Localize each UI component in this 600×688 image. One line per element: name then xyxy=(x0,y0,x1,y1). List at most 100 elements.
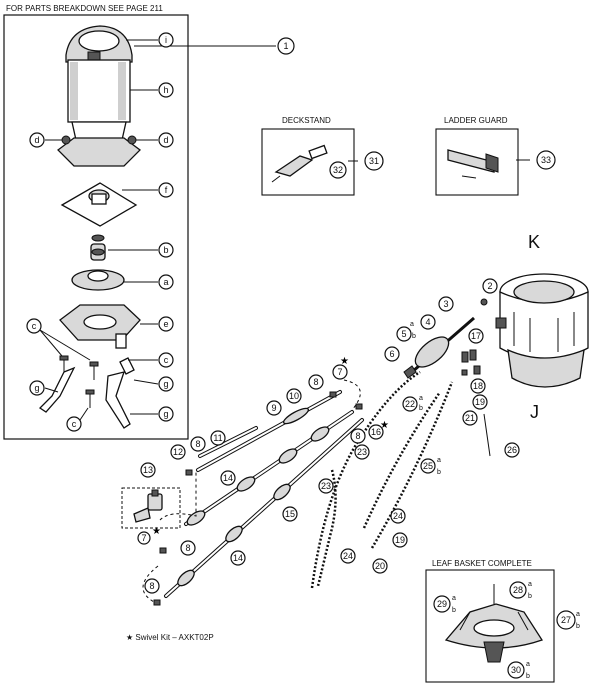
callout-c-1: c xyxy=(26,318,42,334)
callouts: i 1 h d d f b a e c c c g g g 32 31 33 2… xyxy=(26,32,576,679)
mount-brackets xyxy=(38,357,135,429)
star-mid: ★ xyxy=(380,420,389,431)
callout-6: 6 xyxy=(384,346,400,362)
spring-part xyxy=(90,234,106,261)
svg-text:15: 15 xyxy=(285,509,295,519)
svg-text:13: 13 xyxy=(143,465,153,475)
svg-text:23: 23 xyxy=(357,447,367,457)
callout-11: 11 xyxy=(210,430,226,446)
svg-text:g: g xyxy=(34,383,39,393)
svg-text:33: 33 xyxy=(541,155,551,165)
callout-27: 27 xyxy=(556,610,576,630)
svg-text:e: e xyxy=(163,319,168,329)
svg-text:a: a xyxy=(452,595,456,602)
callout-1: 1 xyxy=(277,37,295,55)
svg-text:6: 6 xyxy=(389,349,394,359)
svg-text:8: 8 xyxy=(313,377,318,387)
svg-text:a: a xyxy=(528,581,532,588)
callout-15: 15 xyxy=(282,506,298,522)
callout-23-b: 23 xyxy=(318,478,334,494)
ladder-guard-part xyxy=(447,149,499,179)
leaf-basket-frame xyxy=(425,569,555,683)
svg-text:b: b xyxy=(528,593,532,600)
svg-text:c: c xyxy=(72,419,77,429)
swivel-box xyxy=(121,487,181,529)
callout-26: 26 xyxy=(504,442,520,458)
callout-5: 5 xyxy=(396,326,412,342)
svg-text:19: 19 xyxy=(475,397,485,407)
callout-18: 18 xyxy=(470,378,486,394)
callout-14-b: 14 xyxy=(230,550,246,566)
svg-text:d: d xyxy=(34,135,39,145)
ladder-guard-frame xyxy=(435,128,519,196)
svg-text:23: 23 xyxy=(321,481,331,491)
tail-hoses xyxy=(310,370,491,589)
pump-housing xyxy=(59,304,141,349)
callout-8-e: 8 xyxy=(144,578,160,594)
callout-i: i xyxy=(158,32,174,48)
svg-text:c: c xyxy=(32,321,37,331)
callout-25: 25 xyxy=(420,458,436,474)
svg-text:21: 21 xyxy=(465,413,475,423)
callout-24-a: 24 xyxy=(390,508,406,524)
svg-text:8: 8 xyxy=(185,543,190,553)
svg-text:f: f xyxy=(165,185,168,195)
callout-30: 30 xyxy=(507,661,525,679)
svg-text:4: 4 xyxy=(425,317,430,327)
svg-text:a: a xyxy=(163,277,168,287)
svg-text:24: 24 xyxy=(343,551,353,561)
swivel-kit-note: ★ Swivel Kit – AXKT02P xyxy=(126,633,214,642)
leaf-basket-part xyxy=(444,584,543,663)
deckstand-part xyxy=(271,144,328,183)
callout-4: 4 xyxy=(420,314,436,330)
callout-2: 2 xyxy=(482,278,498,294)
star-top: ★ xyxy=(340,356,349,367)
svg-text:d: d xyxy=(163,135,168,145)
svg-text:a: a xyxy=(576,611,580,618)
svg-text:12: 12 xyxy=(173,447,183,457)
callout-d-right: d xyxy=(158,132,174,148)
callout-10: 10 xyxy=(286,388,302,404)
callout-13: 13 xyxy=(140,462,156,478)
callout-32: 32 xyxy=(329,161,347,179)
svg-text:9: 9 xyxy=(271,403,276,413)
swivel-link-upper xyxy=(343,379,361,411)
svg-text:a: a xyxy=(419,395,423,402)
svg-text:a: a xyxy=(526,661,530,668)
svg-text:28: 28 xyxy=(513,585,523,595)
svg-text:h: h xyxy=(163,85,168,95)
swivel-part xyxy=(133,489,163,523)
callout-14-a: 14 xyxy=(220,470,236,486)
motor-assembly xyxy=(57,25,141,167)
svg-text:19: 19 xyxy=(395,535,405,545)
callout-h: h xyxy=(158,82,174,98)
svg-text:b: b xyxy=(526,673,530,680)
callout-28: 28 xyxy=(509,581,527,599)
svg-text:g: g xyxy=(163,379,168,389)
svg-text:30: 30 xyxy=(511,665,521,675)
svg-text:27: 27 xyxy=(561,615,571,625)
callout-8-c: 8 xyxy=(190,436,206,452)
svg-text:7: 7 xyxy=(141,533,146,543)
callout-8-a: 8 xyxy=(308,374,324,390)
svg-text:b: b xyxy=(437,469,441,476)
callout-f: f xyxy=(158,182,174,198)
marker-j: J xyxy=(530,402,539,422)
svg-text:8: 8 xyxy=(149,581,154,591)
svg-text:14: 14 xyxy=(223,473,233,483)
svg-text:10: 10 xyxy=(289,391,299,401)
swivel-link-left xyxy=(159,470,197,521)
callout-g-1: g xyxy=(29,380,45,396)
callout-17: 17 xyxy=(468,328,484,344)
star-left: ★ xyxy=(152,526,161,537)
callout-7: 7 xyxy=(332,364,348,380)
callout-16: 16 xyxy=(368,424,384,440)
svg-text:25: 25 xyxy=(423,461,433,471)
callout-3: 3 xyxy=(438,296,454,312)
callout-31: 31 xyxy=(364,151,384,171)
callout-19-b: 19 xyxy=(392,532,408,548)
svg-text:18: 18 xyxy=(473,381,483,391)
svg-text:32: 32 xyxy=(333,165,343,175)
float-wand xyxy=(403,316,475,379)
svg-text:b: b xyxy=(412,333,416,340)
